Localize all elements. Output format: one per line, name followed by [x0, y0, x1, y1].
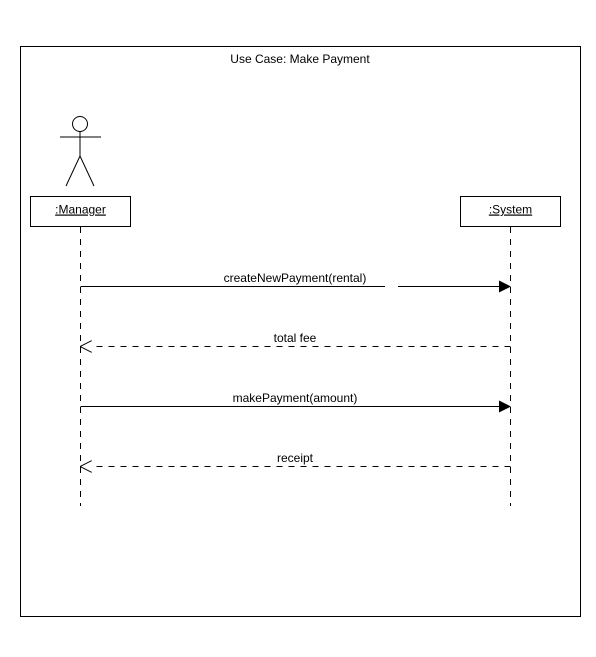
message-make-payment: makePayment(amount) — [80, 391, 511, 413]
frame-title: Use Case: Make Payment — [230, 52, 370, 66]
manager-actor-icon — [60, 116, 101, 187]
message-total-fee: total fee — [81, 331, 511, 347]
message-receipt: receipt — [81, 451, 511, 467]
message-label: receipt — [277, 451, 314, 465]
message-create-new-payment: createNewPayment(rental) — [80, 271, 511, 293]
message-label: createNewPayment(rental) — [224, 271, 367, 285]
system-label: :System — [489, 203, 532, 217]
manager-lifeline-head: :Manager — [30, 196, 131, 227]
manager-label: :Manager — [55, 203, 106, 217]
diagram-frame — [20, 46, 581, 617]
message-label: total fee — [274, 331, 317, 345]
system-lifeline-head: :System — [460, 196, 561, 227]
message-label: makePayment(amount) — [233, 391, 358, 405]
